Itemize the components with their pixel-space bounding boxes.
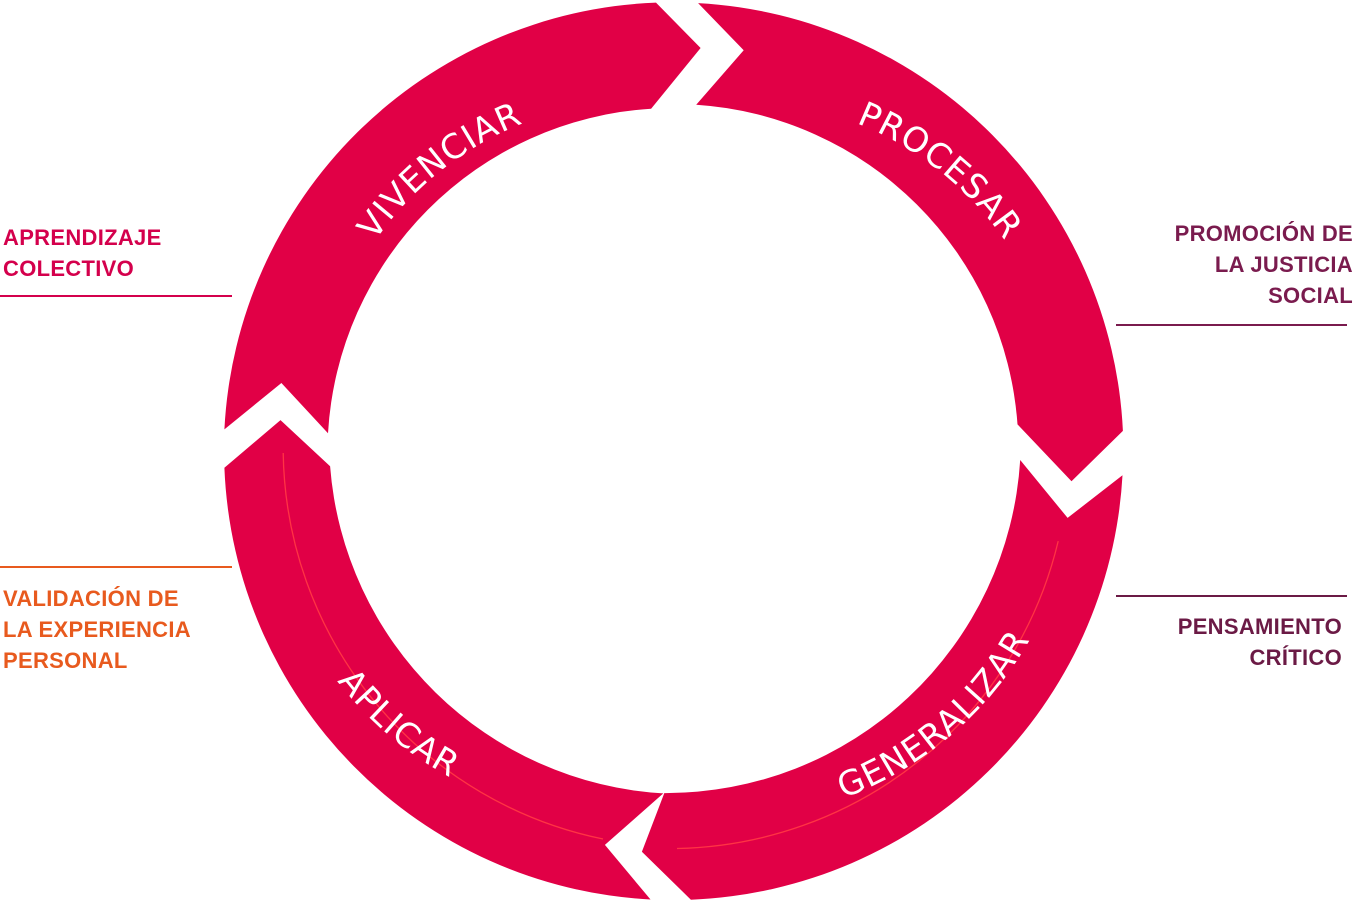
label-line: COLECTIVO — [3, 256, 135, 281]
divider-right-bottom — [1116, 595, 1347, 597]
label-line: PERSONAL — [3, 648, 128, 673]
label-line: VALIDACIÓN DE — [3, 586, 179, 611]
segment-vivenciar — [224, 2, 701, 434]
divider-left-top — [0, 295, 232, 297]
divider-right-top — [1116, 324, 1347, 326]
inner-line-generalizar — [676, 540, 1059, 850]
inner-line-aplicar — [282, 452, 604, 840]
label-aprendizaje-colectivo: APRENDIZAJE COLECTIVO — [3, 222, 162, 284]
label-line: LA EXPERIENCIA — [3, 617, 191, 642]
label-pensamiento-critico: PENSAMIENTO CRÍTICO — [1178, 611, 1342, 673]
label-validacion-experiencia: VALIDACIÓN DE LA EXPERIENCIA PERSONAL — [3, 583, 191, 676]
segment-aplicar — [224, 420, 664, 900]
label-promocion-justicia: PROMOCIÓN DE LA JUSTICIA SOCIAL — [1175, 218, 1353, 311]
divider-left-bottom — [0, 566, 232, 568]
label-line: PROMOCIÓN DE — [1174, 221, 1353, 246]
segment-generalizar — [641, 460, 1123, 900]
label-line: PENSAMIENTO — [1177, 614, 1342, 639]
label-line: SOCIAL — [1268, 283, 1353, 308]
segment-procesar — [696, 3, 1123, 482]
label-line: APRENDIZAJE — [3, 225, 162, 250]
label-line: CRÍTICO — [1249, 645, 1342, 670]
label-line: LA JUSTICIA — [1214, 252, 1353, 277]
